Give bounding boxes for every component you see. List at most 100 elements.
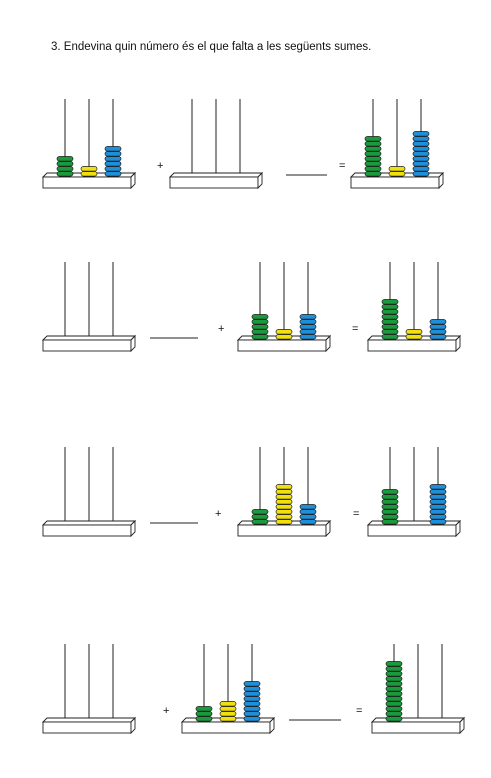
exercise-title: 3. Endevina quin número és el que falta …: [51, 41, 372, 53]
plus-sign: +: [215, 508, 221, 520]
blue-bead: [243, 691, 261, 697]
yellow-bead: [275, 489, 293, 495]
abacus-board: [42, 524, 132, 537]
equals-sign: =: [356, 705, 362, 717]
abacus: [180, 644, 276, 735]
green-bead: [385, 676, 403, 682]
green-bead: [251, 324, 269, 330]
abacus-board: [42, 176, 132, 189]
yellow-bead: [219, 706, 237, 712]
yellow-bead: [80, 166, 98, 172]
green-bead: [251, 334, 269, 340]
abacus: [41, 644, 137, 735]
abacus-board-top: [168, 172, 264, 178]
green-bead: [364, 151, 382, 157]
green-bead: [251, 329, 269, 335]
abacus: [366, 447, 462, 538]
green-bead: [381, 519, 399, 525]
abacus: [349, 99, 445, 190]
green-bead: [364, 166, 382, 172]
green-bead: [251, 514, 269, 520]
blue-bead: [104, 156, 122, 162]
blue-bead: [243, 686, 261, 692]
blue-bead: [412, 161, 430, 167]
blue-bead: [412, 156, 430, 162]
blue-bead: [429, 514, 447, 520]
abacus-board-side: [455, 519, 461, 538]
yellow-bead: [275, 494, 293, 500]
blue-bead: [299, 319, 317, 325]
yellow-bead: [80, 171, 98, 177]
yellow-bead: [388, 171, 406, 177]
abacus-board: [237, 524, 327, 537]
blue-bead: [429, 329, 447, 335]
plus-sign: +: [163, 705, 169, 717]
green-bead: [381, 314, 399, 320]
yellow-bead: [275, 499, 293, 505]
abacus-board: [42, 339, 132, 352]
yellow-bead: [219, 701, 237, 707]
yellow-bead: [275, 519, 293, 525]
green-bead: [56, 161, 74, 167]
green-bead: [364, 146, 382, 152]
blue-bead: [299, 504, 317, 510]
yellow-bead: [405, 329, 423, 335]
abacus-board-top: [41, 335, 137, 341]
yellow-bead: [275, 329, 293, 335]
green-bead: [385, 691, 403, 697]
green-bead: [251, 509, 269, 515]
green-bead: [364, 136, 382, 142]
abacus-board-side: [325, 334, 331, 353]
green-bead: [385, 661, 403, 667]
blue-bead: [429, 489, 447, 495]
green-bead: [364, 161, 382, 167]
abacus-board-side: [257, 171, 263, 190]
green-bead: [56, 171, 74, 177]
green-bead: [195, 706, 213, 712]
blue-bead: [243, 681, 261, 687]
green-bead: [385, 716, 403, 722]
blue-bead: [429, 499, 447, 505]
abacus: [236, 262, 332, 353]
equals-sign: =: [339, 160, 345, 172]
blue-bead: [299, 509, 317, 515]
abacus-board-side: [130, 171, 136, 190]
green-bead: [381, 329, 399, 335]
yellow-bead: [275, 514, 293, 520]
blue-bead: [412, 151, 430, 157]
green-bead: [381, 304, 399, 310]
blue-bead: [429, 319, 447, 325]
blue-bead: [243, 706, 261, 712]
green-bead: [381, 309, 399, 315]
green-bead: [385, 696, 403, 702]
abacus: [236, 447, 332, 538]
green-bead: [385, 706, 403, 712]
yellow-bead: [275, 509, 293, 515]
blue-bead: [429, 494, 447, 500]
green-bead: [364, 141, 382, 147]
green-bead: [251, 519, 269, 525]
blue-bead: [429, 484, 447, 490]
yellow-bead: [219, 716, 237, 722]
green-bead: [56, 156, 74, 162]
green-bead: [381, 514, 399, 520]
green-bead: [381, 299, 399, 305]
blue-bead: [104, 161, 122, 167]
blue-bead: [429, 324, 447, 330]
abacus: [366, 262, 462, 353]
blue-bead: [412, 171, 430, 177]
abacus-board: [371, 721, 461, 734]
green-bead: [385, 671, 403, 677]
green-bead: [381, 504, 399, 510]
blue-bead: [104, 171, 122, 177]
yellow-bead: [275, 484, 293, 490]
yellow-bead: [275, 504, 293, 510]
abacus: [41, 447, 137, 538]
green-bead: [381, 319, 399, 325]
abacus: [41, 262, 137, 353]
abacus-board-side: [438, 171, 444, 190]
abacus-board: [350, 176, 440, 189]
blue-bead: [299, 519, 317, 525]
blue-bead: [429, 334, 447, 340]
